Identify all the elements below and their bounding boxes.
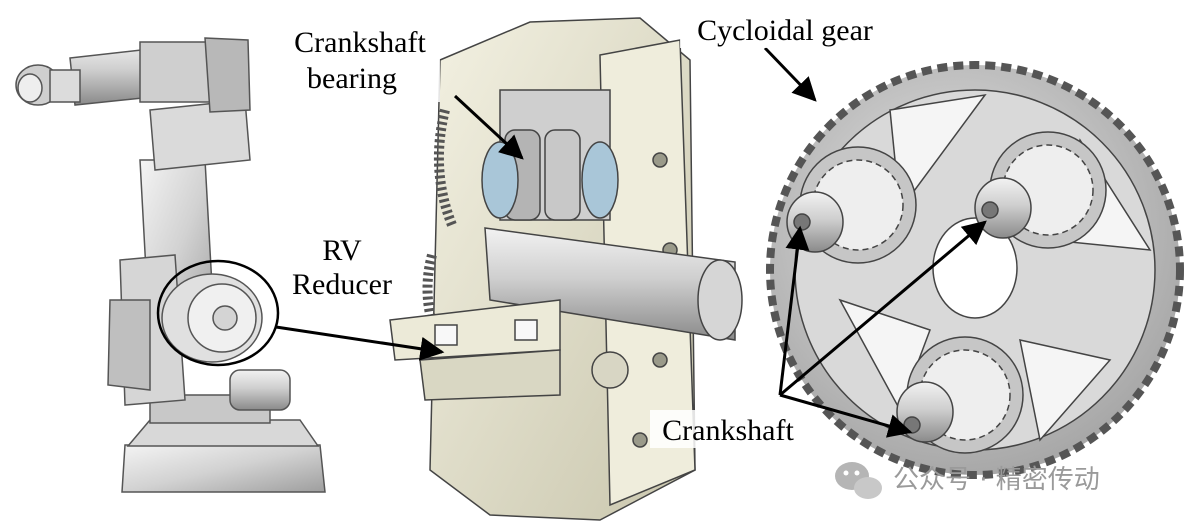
label-cycloidal-gear: Cycloidal gear: [697, 14, 873, 47]
watermark-text: 公众号 · 精密传动: [893, 465, 1100, 495]
label-crankshaft: Crankshaft: [662, 414, 794, 447]
arrow-crankshaft-1: [778, 225, 810, 396]
crankshaft-assembly-bottom: [896, 336, 1024, 454]
crankshaft-assembly-top-left: [786, 146, 917, 264]
label-rv-line2: Reducer: [292, 268, 392, 301]
arrow-rv-reducer: [275, 325, 445, 361]
cycloidal-gear-illustration: [766, 61, 1184, 479]
arrow-crankshaft-2: [779, 220, 987, 397]
annotation-arrows: [275, 46, 987, 438]
label-crankshaft-bearing-line2: bearing: [307, 62, 397, 95]
rv-reducer-highlight-circle: [156, 259, 280, 367]
label-rv-line1: RV: [322, 234, 362, 267]
arrow-crankshaft-bearing: [453, 94, 524, 160]
arrow-cycloidal-gear: [763, 46, 817, 102]
crankshaft-assembly-top-right: [974, 131, 1107, 249]
watermark: 公众号 · 精密传动: [835, 462, 1100, 499]
wechat-icon: [835, 462, 882, 499]
label-crankshaft-bearing-line1: Crankshaft: [294, 26, 426, 59]
industrial-robot-illustration: [15, 37, 326, 493]
arrow-crankshaft-3: [779, 393, 913, 438]
rv-reducer-cutaway-illustration: [389, 17, 743, 521]
